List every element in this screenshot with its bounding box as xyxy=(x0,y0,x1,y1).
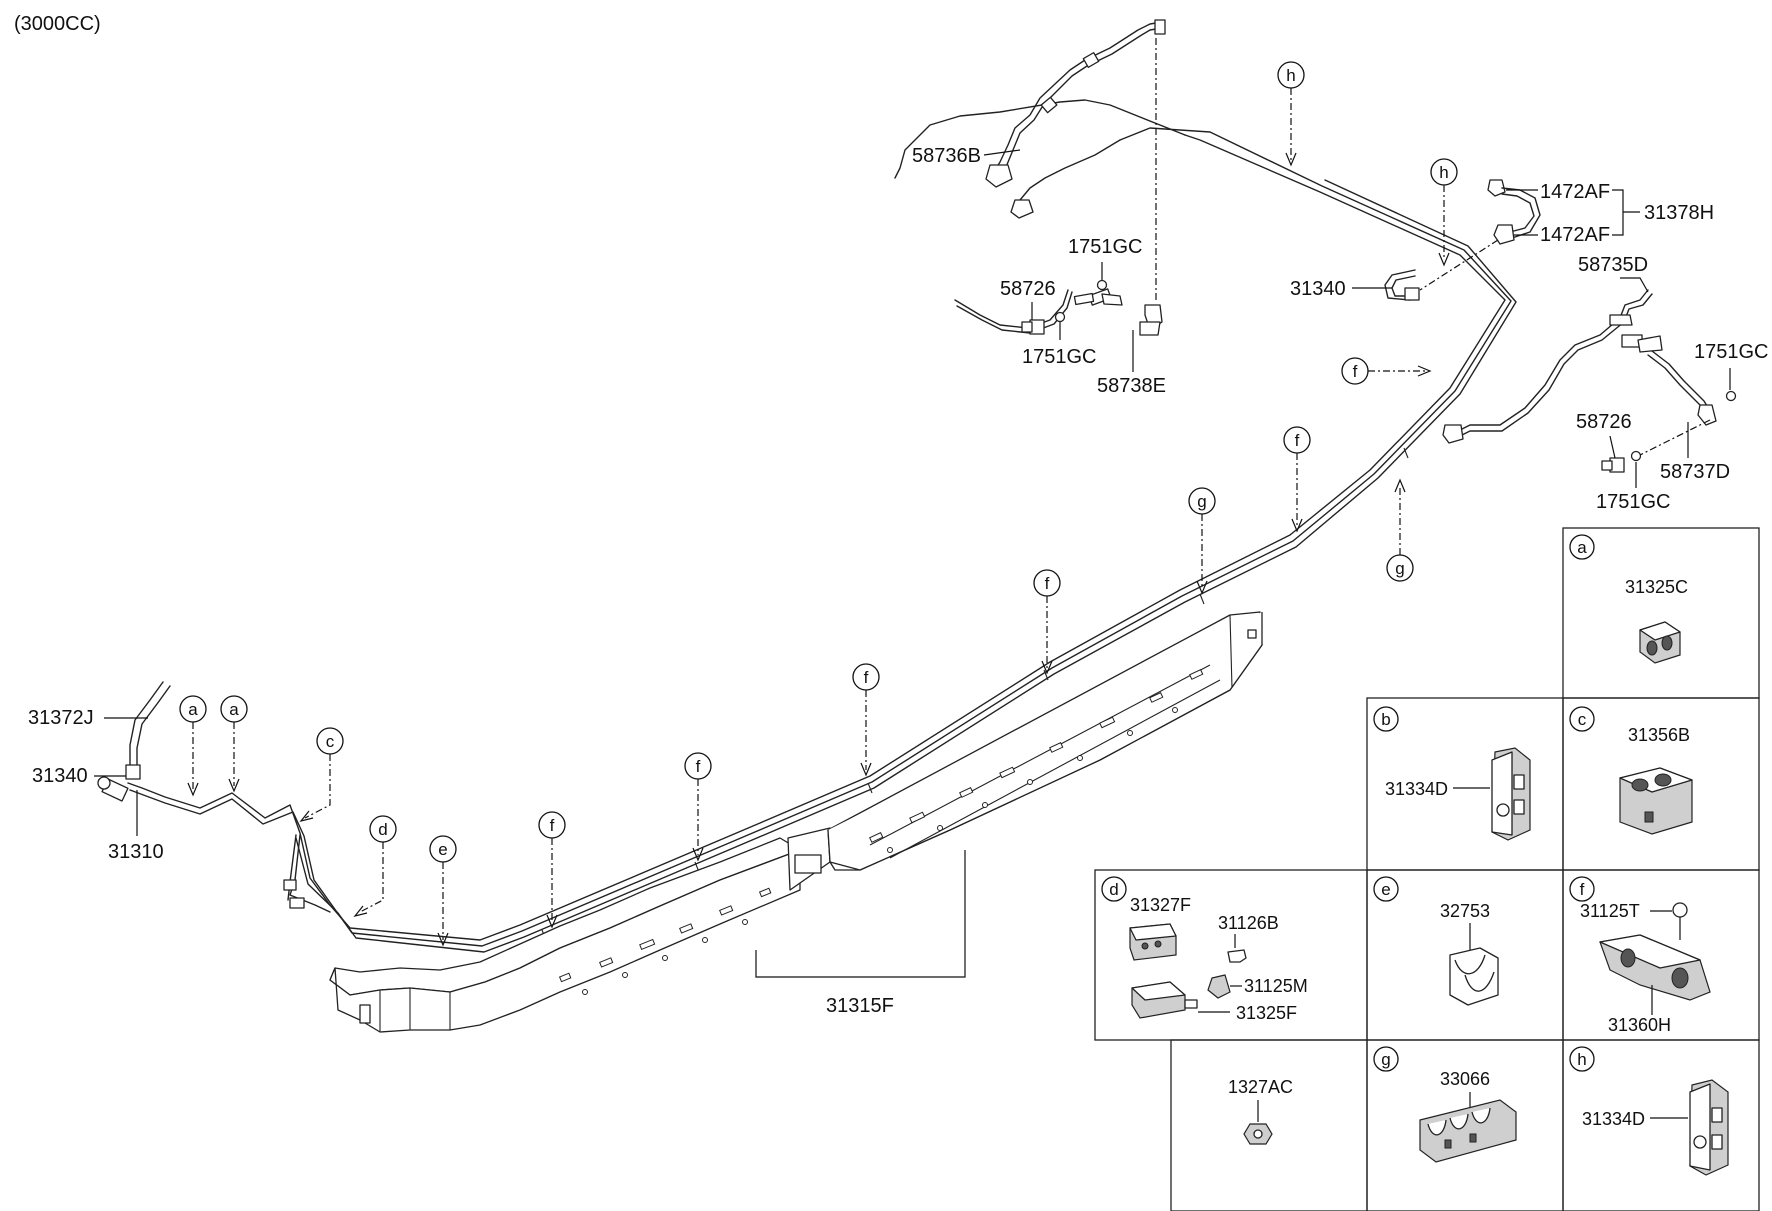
rear-flex-hose-58738E xyxy=(954,288,1163,336)
label-1751GC-b: 1751GC xyxy=(1022,346,1097,368)
label-31340-front: 31340 xyxy=(32,765,88,787)
svg-text:e: e xyxy=(1381,880,1390,899)
label-31340-rear: 31340 xyxy=(1290,278,1346,300)
svg-text:h: h xyxy=(1439,163,1448,182)
svg-text:1327AC: 1327AC xyxy=(1228,1077,1293,1097)
engine-note: (3000CC) xyxy=(14,13,101,35)
svg-text:f: f xyxy=(1353,362,1358,381)
callout-h-1: h xyxy=(1277,61,1305,89)
svg-text:f: f xyxy=(1295,431,1300,450)
legend-cell-b: b 31334D xyxy=(1373,706,1531,841)
svg-text:g: g xyxy=(1381,1050,1390,1069)
legend-cell-h: h 31334D xyxy=(1569,1046,1729,1176)
svg-text:h: h xyxy=(1577,1050,1586,1069)
callout-circles: a a c d e f f f f g f g f h h xyxy=(179,61,1458,863)
svg-text:d: d xyxy=(378,820,387,839)
rear-brake-line-right xyxy=(1442,289,1717,444)
svg-text:31360H: 31360H xyxy=(1608,1015,1671,1035)
svg-text:32753: 32753 xyxy=(1440,901,1490,921)
svg-text:f: f xyxy=(696,757,701,776)
rear-brake-line-left xyxy=(985,19,1166,219)
callout-e: e xyxy=(429,835,457,863)
svg-text:f: f xyxy=(864,668,869,687)
label-31372J: 31372J xyxy=(28,707,94,729)
label-58737D: 58737D xyxy=(1660,461,1730,483)
label-1472AF-a: 1472AF xyxy=(1540,181,1610,203)
svg-text:h: h xyxy=(1286,66,1295,85)
legend-cell-f: f 31125T 31360H xyxy=(1569,876,1711,1035)
front-hose-assembly xyxy=(97,681,331,913)
label-31378H: 31378H xyxy=(1644,202,1714,224)
callout-a-2: a xyxy=(220,695,248,723)
label-58735D: 58735D xyxy=(1578,254,1648,276)
svg-text:f: f xyxy=(550,816,555,835)
svg-text:a: a xyxy=(188,700,198,719)
svg-text:c: c xyxy=(326,732,335,751)
svg-text:31334D: 31334D xyxy=(1582,1109,1645,1129)
label-1751GC-c: 1751GC xyxy=(1694,341,1769,363)
callout-g-2: g xyxy=(1386,554,1414,582)
svg-text:31125M: 31125M xyxy=(1244,976,1308,996)
callout-arrows xyxy=(187,38,1711,947)
label-31315F: 31315F xyxy=(826,995,894,1017)
callout-d: d xyxy=(369,815,397,843)
label-58726-b: 58726 xyxy=(1576,411,1632,433)
legend-cell-e: e 32753 xyxy=(1373,876,1499,1006)
svg-text:31125T: 31125T xyxy=(1580,901,1640,921)
label-58726-a: 58726 xyxy=(1000,278,1056,300)
svg-text:f: f xyxy=(1580,880,1585,899)
callout-f-2: f xyxy=(684,752,712,780)
label-58736B: 58736B xyxy=(912,145,981,167)
callout-a-1: a xyxy=(179,695,207,723)
callout-h-2: h xyxy=(1430,158,1458,186)
svg-text:31325F: 31325F xyxy=(1236,1003,1297,1023)
callout-f-6: f xyxy=(1341,357,1369,385)
legend-cell-g: g 33066 xyxy=(1373,1046,1517,1163)
legend-cell-a: a 31325C xyxy=(1569,534,1688,664)
callout-f-4: f xyxy=(1033,569,1061,597)
hose-31340-upper xyxy=(1384,269,1420,301)
callout-f-5: f xyxy=(1283,426,1311,454)
legend-cell-c: c 31356B xyxy=(1569,706,1693,835)
svg-text:31356B: 31356B xyxy=(1628,725,1690,745)
label-1472AF-b: 1472AF xyxy=(1540,224,1610,246)
svg-text:b: b xyxy=(1381,710,1390,729)
legend-grid: a 31325C b 31334D c 31356B xyxy=(1094,527,1760,1211)
svg-text:a: a xyxy=(1577,538,1587,557)
part-labels: 31372J 31340 31310 31315F 58736B 1751GC … xyxy=(28,145,1769,1017)
svg-text:31325C: 31325C xyxy=(1625,577,1688,597)
label-58738E: 58738E xyxy=(1097,375,1166,397)
floor-brace-panel xyxy=(329,611,1263,1033)
svg-text:31126B: 31126B xyxy=(1218,913,1279,933)
callout-g-1: g xyxy=(1188,487,1216,515)
svg-text:g: g xyxy=(1395,559,1404,578)
svg-text:f: f xyxy=(1045,574,1050,593)
label-1751GC-a: 1751GC xyxy=(1068,236,1143,258)
svg-text:c: c xyxy=(1578,710,1587,729)
callout-c: c xyxy=(316,727,344,755)
legend-cell-d: d 31327F 31126B 31125M 31325F xyxy=(1101,876,1308,1023)
svg-text:31334D: 31334D xyxy=(1385,779,1448,799)
hardware-bolts-washers xyxy=(1021,279,1737,473)
svg-text:a: a xyxy=(229,700,239,719)
svg-text:31327F: 31327F xyxy=(1130,895,1191,915)
svg-text:d: d xyxy=(1109,880,1118,899)
legend-cell-blank: 1327AC xyxy=(1228,1077,1293,1145)
callout-f-1: f xyxy=(538,811,566,839)
svg-text:33066: 33066 xyxy=(1440,1069,1490,1089)
label-1751GC-d: 1751GC xyxy=(1596,491,1671,513)
callout-f-3: f xyxy=(852,663,880,691)
svg-text:g: g xyxy=(1197,492,1206,511)
label-31310: 31310 xyxy=(108,841,164,863)
return-hose-31378H xyxy=(1487,179,1541,245)
svg-text:e: e xyxy=(438,840,447,859)
main-fuel-line-bundle xyxy=(127,99,1517,953)
